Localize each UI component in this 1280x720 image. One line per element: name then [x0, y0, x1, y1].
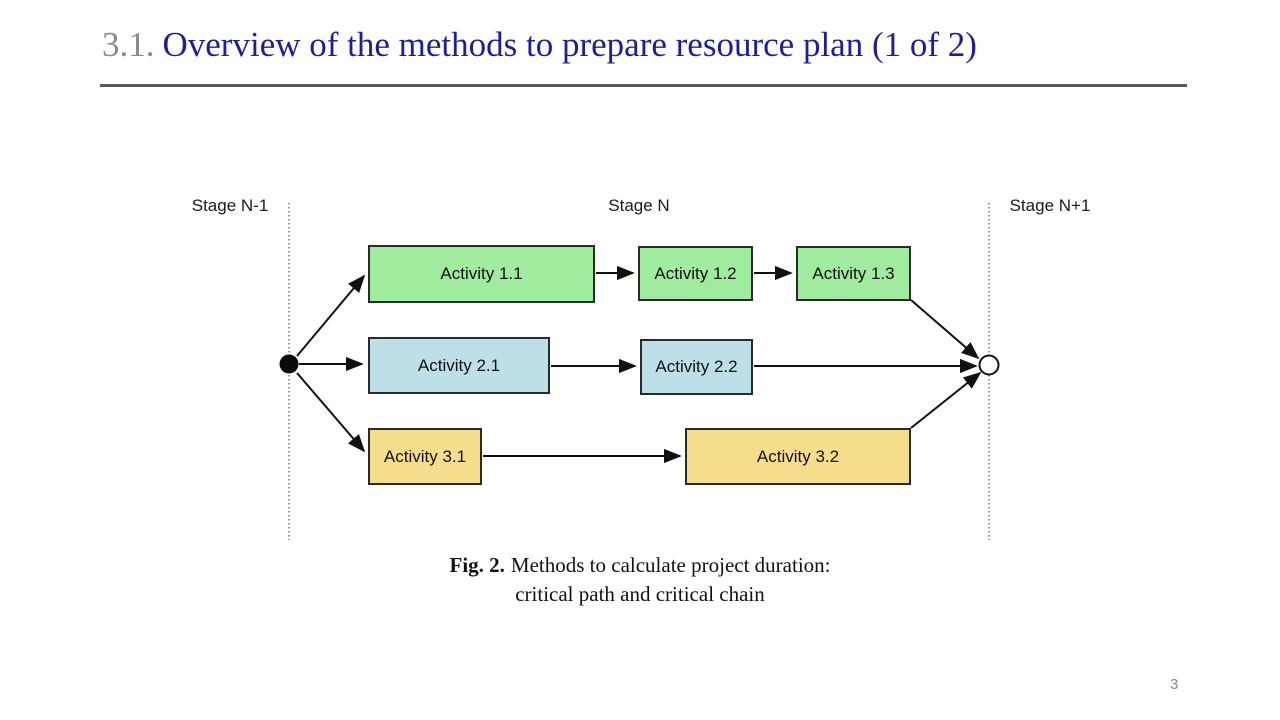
slide-title: 3.1.Overview of the methods to prepare r… [102, 24, 977, 66]
caption-text-1: Methods to calculate project duration: [510, 553, 831, 577]
figure-caption: Fig. 2.Methods to calculate project dura… [450, 551, 831, 609]
title-section-number: 3.1. [102, 25, 155, 64]
title-underline-rule [100, 84, 1187, 87]
arrow-activity-3-2-to-end [910, 371, 982, 429]
caption-line-1: Fig. 2.Methods to calculate project dura… [450, 551, 831, 580]
activity-label: Activity 2.1 [417, 355, 501, 375]
page-number: 3 [1170, 676, 1179, 693]
activity-label: Activity 1.3 [812, 263, 895, 283]
activity-box-2-2: Activity 2.2 [640, 339, 753, 395]
activity-label: Activity 2.2 [655, 357, 738, 376]
title-text: Overview of the methods to prepare resou… [162, 25, 977, 64]
activity-box-1-1: Activity 1.1 [368, 245, 595, 303]
activity-label: Activity 3.2 [756, 446, 840, 466]
activity-label: Activity 3.1 [383, 446, 467, 466]
arrow-start-to-activity-3-1 [296, 372, 366, 453]
start-milestone-node [279, 354, 299, 374]
figure-label: Fig. 2. [449, 553, 505, 577]
activity-box-2-1: Activity 2.1 [368, 337, 550, 394]
activity-box-1-3: Activity 1.3 [796, 246, 911, 301]
arrow-start-to-activity-1-1 [296, 274, 366, 357]
activity-label: Activity 1.1 [440, 264, 523, 283]
stage-label-n-minus-1: Stage N-1 [191, 196, 269, 215]
activity-box-3-1: Activity 3.1 [368, 428, 482, 485]
activity-box-3-2: Activity 3.2 [685, 428, 911, 485]
caption-line-2: critical path and critical chain [515, 582, 765, 606]
activity-box-1-2: Activity 1.2 [638, 246, 753, 301]
stage-label-n: Stage N [608, 196, 670, 215]
activity-label: Activity 1.2 [654, 263, 737, 283]
end-milestone-node [978, 354, 1000, 376]
stage-label-n-plus-1: Stage N+1 [1009, 196, 1091, 215]
arrow-activity-1-3-to-end [910, 299, 980, 360]
